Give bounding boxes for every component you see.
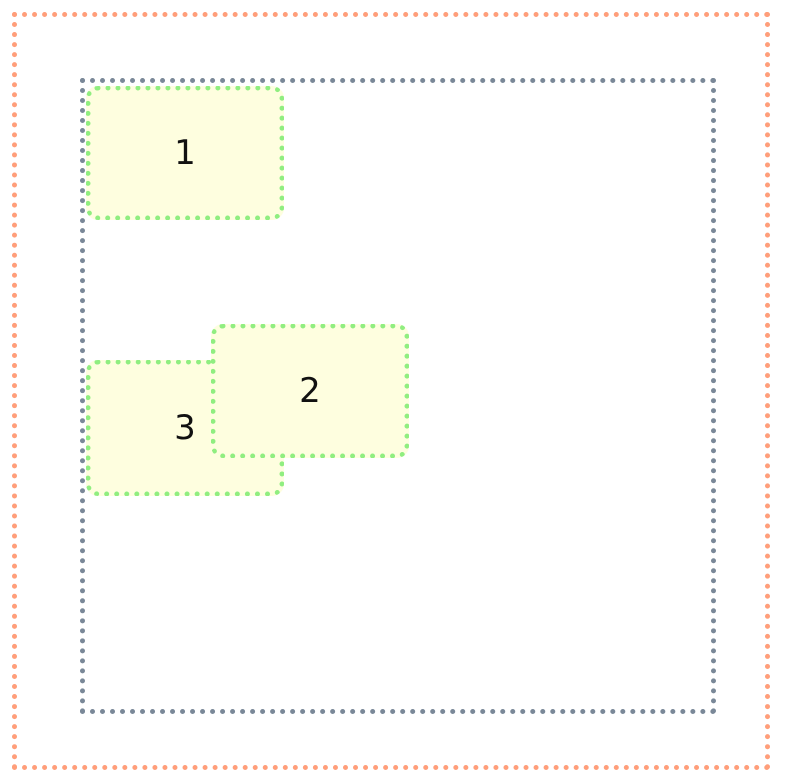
outer-container — [12, 12, 770, 770]
box-1-label: 1 — [174, 133, 196, 173]
box-2: 2 — [211, 324, 409, 458]
box-1: 1 — [86, 86, 284, 220]
inner-container — [80, 78, 716, 714]
box-3-label: 3 — [174, 408, 196, 448]
box-2-label: 2 — [299, 371, 321, 411]
